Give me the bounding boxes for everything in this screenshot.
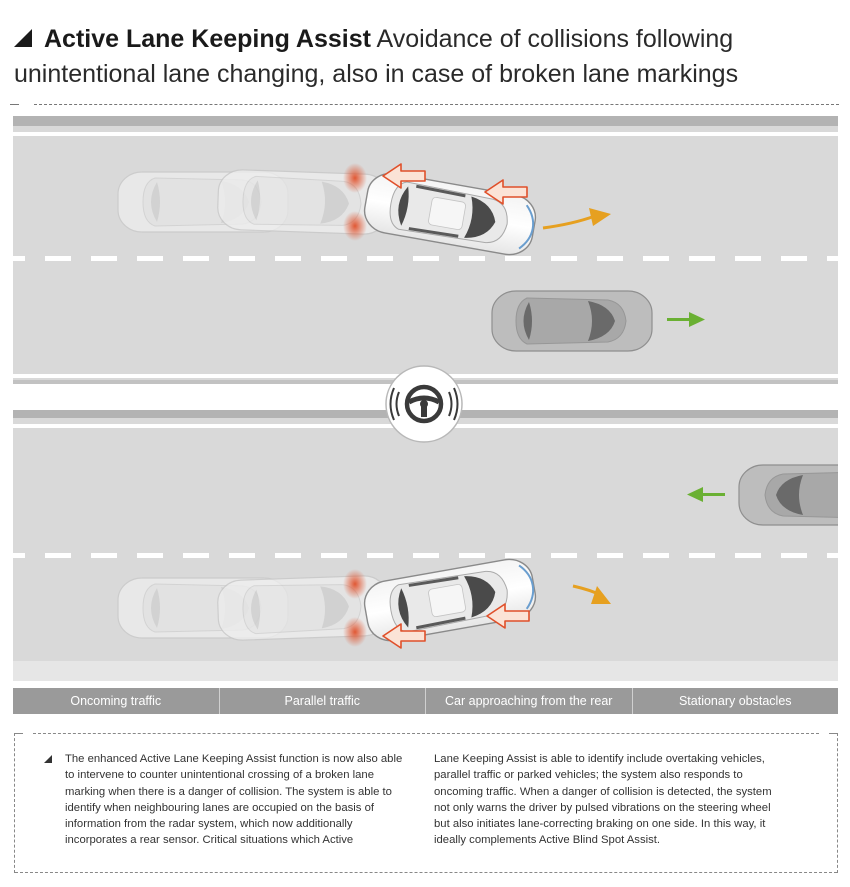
- description-column-1: The enhanced Active Lane Keeping Assist …: [65, 753, 403, 847]
- page-title: Active Lane Keeping Assist Avoidance of …: [14, 22, 834, 92]
- steering-wheel-icon: [385, 365, 463, 443]
- triangle-bullet-icon: [14, 29, 32, 47]
- brake-glow-icon: [343, 569, 367, 599]
- parallel-car: [491, 290, 653, 352]
- tab-oncoming-traffic: Oncoming traffic: [13, 688, 220, 714]
- title-bold: Active Lane Keeping Assist: [44, 25, 371, 53]
- green-arrow-right-icon: [667, 312, 705, 327]
- tab-parallel-traffic: Parallel traffic: [220, 688, 426, 714]
- brake-glow-icon: [343, 617, 367, 647]
- description-box: The enhanced Active Lane Keeping Assist …: [14, 733, 838, 873]
- orange-trajectory-arrow-icon: [572, 584, 611, 604]
- tab-car-approaching: Car approaching from the rear: [426, 688, 633, 714]
- road-scene: [13, 116, 838, 681]
- orange-trajectory-arrow-icon: [542, 208, 611, 230]
- tab-stationary-obstacles: Stationary obstacles: [678, 694, 792, 708]
- brake-glow-icon: [343, 211, 367, 241]
- scenario-tabs: Oncoming traffic Parallel traffic Car ap…: [13, 688, 838, 714]
- green-arrow-left-icon: [687, 487, 725, 502]
- title-separator: [10, 104, 839, 105]
- description-column-2: Lane Keeping Assist is able to identify …: [434, 753, 772, 847]
- triangle-bullet-icon: [44, 755, 52, 763]
- oncoming-car: [738, 464, 838, 526]
- brake-glow-icon: [343, 163, 367, 193]
- title-rest: Avoidance of collisions following uninte…: [14, 25, 739, 88]
